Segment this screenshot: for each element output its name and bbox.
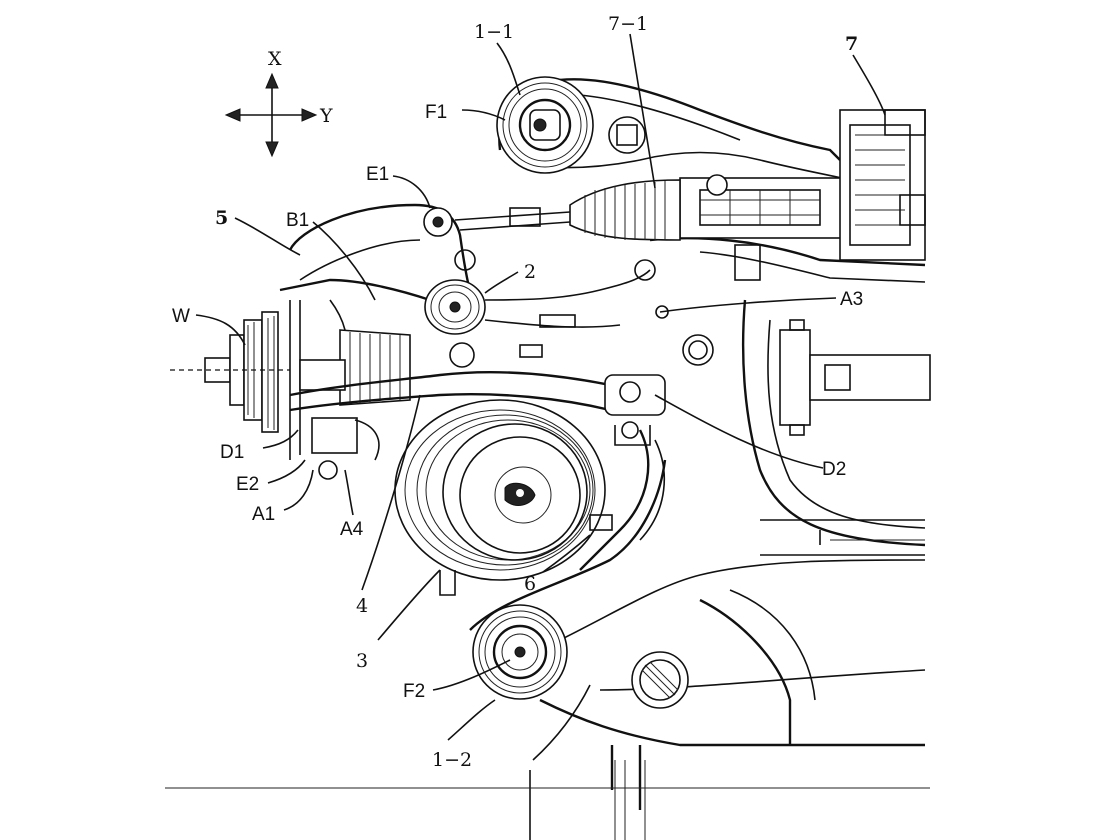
label-4: 4 [356,595,368,617]
label-A3: A3 [840,289,863,310]
labels: 1−1 7−1 7 F1 E1 5 B1 2 A3 W D1 E2 A1 A4 … [172,13,863,771]
link-4 [289,370,666,446]
label-3: 3 [356,650,368,672]
label-6: 6 [524,573,536,595]
axes-indicator: X Y [224,48,333,158]
label-F1: F1 [425,102,447,123]
label-D2: D2 [822,459,846,480]
actuator-7 [679,109,926,261]
inner-boot [299,329,411,480]
label-1-2: 1−2 [432,749,472,771]
air-spring-3 [394,399,613,596]
wheel-hub [170,311,290,433]
label-D1: D1 [220,442,244,463]
bushing-F1 [496,76,646,174]
label-A4: A4 [340,519,364,540]
boot-7-1 [454,179,681,241]
bracket-6 [579,429,665,571]
bushing-F2 [472,604,689,709]
axis-x-label: X [268,48,282,70]
label-E1: E1 [366,164,389,185]
frame-mount [634,244,931,436]
label-2: 2 [524,261,536,283]
label-W: W [172,306,190,327]
label-A1: A1 [252,504,275,525]
bushing-2 [424,269,651,358]
leader-lines [195,33,886,761]
axis-y-label: Y [319,105,333,127]
label-5: 5 [215,207,228,229]
label-B1: B1 [286,210,309,231]
knuckle-5 [279,203,482,460]
label-7: 7 [845,33,858,55]
label-1-1: 1−1 [474,21,514,43]
label-7-1: 7−1 [608,13,648,35]
label-F2: F2 [403,681,425,702]
label-E2: E2 [236,474,259,495]
